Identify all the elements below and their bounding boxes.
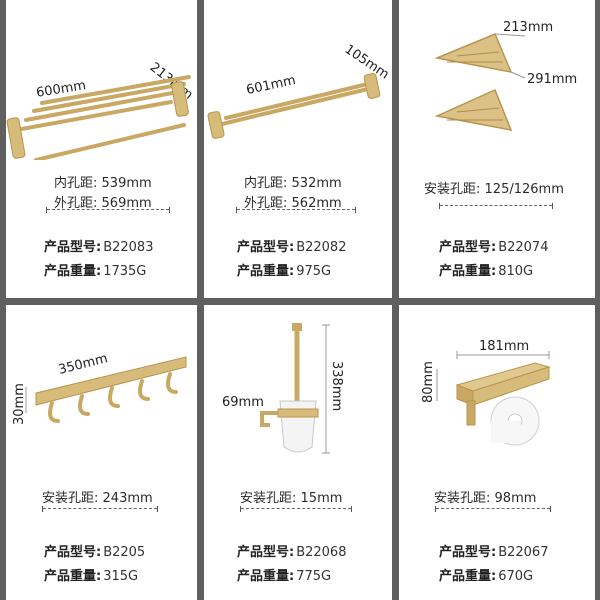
install-hole-distance: 安装孔距: 243mm [42,491,153,506]
product-model: 产品型号:B22067 [439,545,549,560]
product-weight: 产品重量:810G [439,264,534,279]
hole-distance-ruler [42,506,158,512]
product-weight: 产品重量:775G [237,569,332,584]
towel-rack-image [6,75,191,160]
toilet-brush-image [260,323,330,454]
product-model: 产品型号:B22082 [237,240,347,255]
product-card-b22074: 213mm 291mm 安装孔距: 125/126mm 产品型号:B22074 … [399,0,595,298]
hole-distance-ruler [46,207,170,213]
product-model: 产品型号:B22068 [237,545,347,560]
product-card-b22083: 600mm 213mm 内孔距: 539mm 外孔距: 569mm 产品型号:B… [6,0,197,298]
install-hole-distance: 安装孔距: 98mm [434,491,537,506]
product-model: 产品型号:B22074 [439,240,549,255]
product-model: 产品型号:B22083 [44,240,154,255]
depth-dimension: 291mm [527,72,578,87]
outer-hole-distance: 外孔距: 569mm [54,196,152,211]
product-model: 产品型号:B2205 [44,545,146,560]
corner-shelf-image [434,33,526,131]
install-hole-distance: 安装孔距: 125/126mm [424,182,564,197]
product-weight: 产品重量:1735G [44,264,147,279]
hook-rail-image [25,356,187,423]
paper-holder-image [436,351,551,446]
install-hole-distance: 安装孔距: 15mm [240,491,343,506]
product-card-b22068: 338mm 69mm 安装孔距: 15mm 产品型号:B22068 产品重量:7… [204,305,392,600]
inner-hole-distance: 内孔距: 539mm [54,176,152,191]
product-card-b2205: 350mm 30mm 安装孔距: 243mm 产品型号:B2205 产品重量:3… [6,305,197,600]
towel-bar-image [207,73,381,139]
depth-dimension: 69mm [222,395,264,410]
hole-distance-ruler [236,207,356,213]
product-card-b22082: 601mm 105mm 内孔距: 532mm 外孔距: 562mm 产品型号:B… [204,0,392,298]
product-card-b22067: 181mm 80mm 安装孔距: 98mm 产品型号:B22067 产品重量:6… [399,305,595,600]
outer-hole-distance: 外孔距: 562mm [244,196,342,211]
product-weight: 产品重量:670G [439,569,534,584]
width-dimension: 181mm [479,339,530,354]
width-dimension: 213mm [503,20,554,35]
hole-distance-ruler [439,203,553,209]
product-weight: 产品重量:315G [44,569,139,584]
hole-distance-ruler [435,506,551,512]
product-weight: 产品重量:975G [237,264,332,279]
inner-hole-distance: 内孔距: 532mm [244,176,342,191]
hole-distance-ruler [240,506,352,512]
